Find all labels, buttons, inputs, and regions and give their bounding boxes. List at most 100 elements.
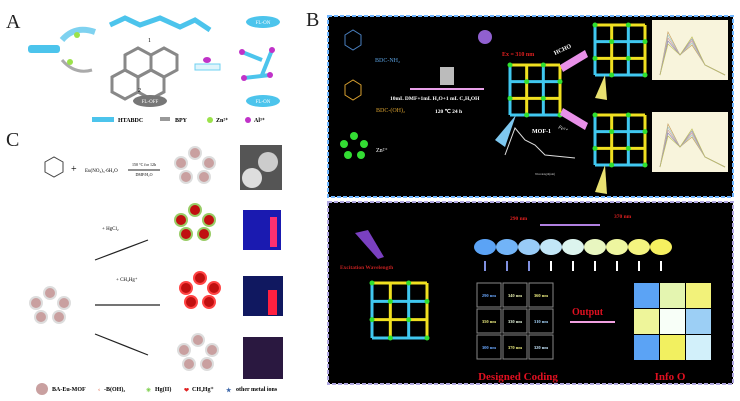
reaction-arrow	[194, 63, 221, 71]
mof-particle	[193, 335, 203, 345]
htabdc-arc	[59, 26, 96, 43]
excitation-icon	[355, 230, 384, 259]
product-2-label: 2	[138, 88, 141, 94]
svg-text:Output: Output	[572, 307, 604, 318]
mof-particle	[195, 273, 205, 283]
cube-node	[625, 112, 631, 118]
emission-bar	[484, 261, 486, 271]
emission-color-spectrum	[474, 239, 672, 271]
mof-particles-left	[29, 286, 71, 324]
emission-bar	[660, 261, 662, 271]
vial-photo-other	[243, 337, 283, 379]
cube-node	[609, 129, 615, 135]
emission-color-dot	[606, 239, 628, 255]
svg-text:MOF-1: MOF-1	[532, 129, 551, 135]
coding-cell	[528, 334, 554, 360]
star-icon: ★	[226, 387, 232, 394]
mof-cube-main	[507, 62, 563, 118]
emission-bar	[638, 261, 640, 271]
mof-particle	[199, 172, 209, 182]
fl-on-badge-bottom	[246, 95, 280, 107]
cube-node	[540, 62, 546, 68]
emission-bar	[616, 261, 618, 271]
svg-text:Zn²⁺: Zn²⁺	[376, 147, 388, 154]
mof-particle	[176, 158, 186, 168]
svg-text:Al³⁺: Al³⁺	[254, 117, 265, 124]
mof-particles-top	[174, 146, 216, 184]
cube-node	[524, 79, 530, 85]
mof-cube-fe	[592, 112, 648, 168]
coding-cell	[528, 282, 554, 308]
svg-text:Wavelength(nm): Wavelength(nm)	[535, 172, 555, 176]
al-icon	[245, 117, 251, 123]
coding-cell	[476, 334, 502, 360]
panel-label-b: B	[306, 9, 319, 31]
mof-particle	[31, 298, 41, 308]
svg-text:290 nm: 290 nm	[510, 216, 528, 222]
mof-particle	[202, 359, 212, 369]
emission-color-dot	[540, 239, 562, 255]
emission-bar	[528, 261, 530, 271]
svg-text:10mL DMF+1mL H₂O+1 mL C₂H₅OH: 10mL DMF+1mL H₂O+1 mL C₂H₅OH	[390, 96, 480, 102]
svg-text:HTABDC: HTABDC	[118, 118, 143, 124]
bpy-icon	[160, 117, 170, 121]
coding-cell-label: 350 nm	[482, 319, 496, 324]
hg-icon: ✳	[146, 387, 151, 394]
mof-particle	[45, 288, 55, 298]
spectrum-curve	[659, 128, 726, 168]
emission-bar	[572, 261, 574, 271]
cube-node	[369, 280, 375, 286]
coding-cell-label: 370 nm	[508, 345, 522, 350]
cube-node	[625, 145, 631, 151]
svg-text:BDC-(OH)₂: BDC-(OH)₂	[376, 107, 405, 114]
panel-a: 1 2 FL-OFF FL-ON FL-ON HTABDC BPY Zn²⁺ A…	[28, 15, 280, 124]
emission-color-dot	[474, 239, 496, 255]
coding-cell-label: 360 nm	[534, 293, 548, 298]
svg-text:Excitation Wavelength: Excitation Wavelength	[340, 265, 393, 271]
svg-text:CH₃Hg⁺: CH₃Hg⁺	[192, 386, 214, 393]
mof-spectrum	[504, 127, 576, 159]
panel-a-legend: HTABDC BPY Zn²⁺ Al³⁺	[92, 117, 265, 124]
svg-text:Hg(II): Hg(II)	[155, 386, 171, 393]
mof-particle	[176, 215, 186, 225]
svg-text:FL-ON: FL-ON	[256, 100, 271, 105]
svg-text:120 ℃ 24 h: 120 ℃ 24 h	[435, 108, 462, 115]
panel-label-c: C	[6, 129, 19, 151]
svg-text:FL-ON: FL-ON	[256, 21, 271, 26]
coding-cell	[476, 308, 502, 334]
lamp-icon	[478, 30, 492, 44]
svg-text:FL-OFF: FL-OFF	[142, 100, 159, 105]
panel-c: + Eu(NO₃)₃·6H₂O 150 °C for 12h DMF/H₂O +…	[29, 145, 283, 395]
cube-node	[557, 79, 563, 85]
zn-spheres	[340, 132, 368, 159]
cube-node	[592, 112, 598, 118]
emission-color-dot	[562, 239, 584, 255]
cube-node	[540, 95, 546, 101]
fl-on-badge-top	[246, 16, 280, 28]
svg-text:Info O: Info O	[655, 371, 686, 383]
cube-node	[424, 298, 430, 304]
boronic-acid-structure	[44, 156, 64, 178]
emission-bar	[594, 261, 596, 271]
mof-particle	[204, 215, 214, 225]
cube-node	[592, 145, 598, 151]
cube-node	[592, 55, 598, 61]
coding-cell	[476, 282, 502, 308]
info-cell	[634, 283, 659, 308]
mof-particle	[181, 229, 191, 239]
svg-text:Designed Coding: Designed Coding	[478, 371, 558, 383]
emission-bar	[550, 261, 552, 271]
coding-cell-label: 330 nm	[508, 319, 522, 324]
arrow-hg	[94, 239, 149, 261]
svg-text:150 °C for 12h: 150 °C for 12h	[132, 162, 156, 167]
coding-cell-label: 300 nm	[482, 345, 496, 350]
coding-cell	[502, 308, 528, 334]
zn-icon	[207, 117, 213, 123]
cube-node	[406, 280, 412, 286]
mof-particle	[181, 172, 191, 182]
info-cell	[634, 335, 659, 360]
cube-node	[387, 298, 393, 304]
info-grid	[634, 283, 711, 360]
cube-node	[609, 39, 615, 45]
